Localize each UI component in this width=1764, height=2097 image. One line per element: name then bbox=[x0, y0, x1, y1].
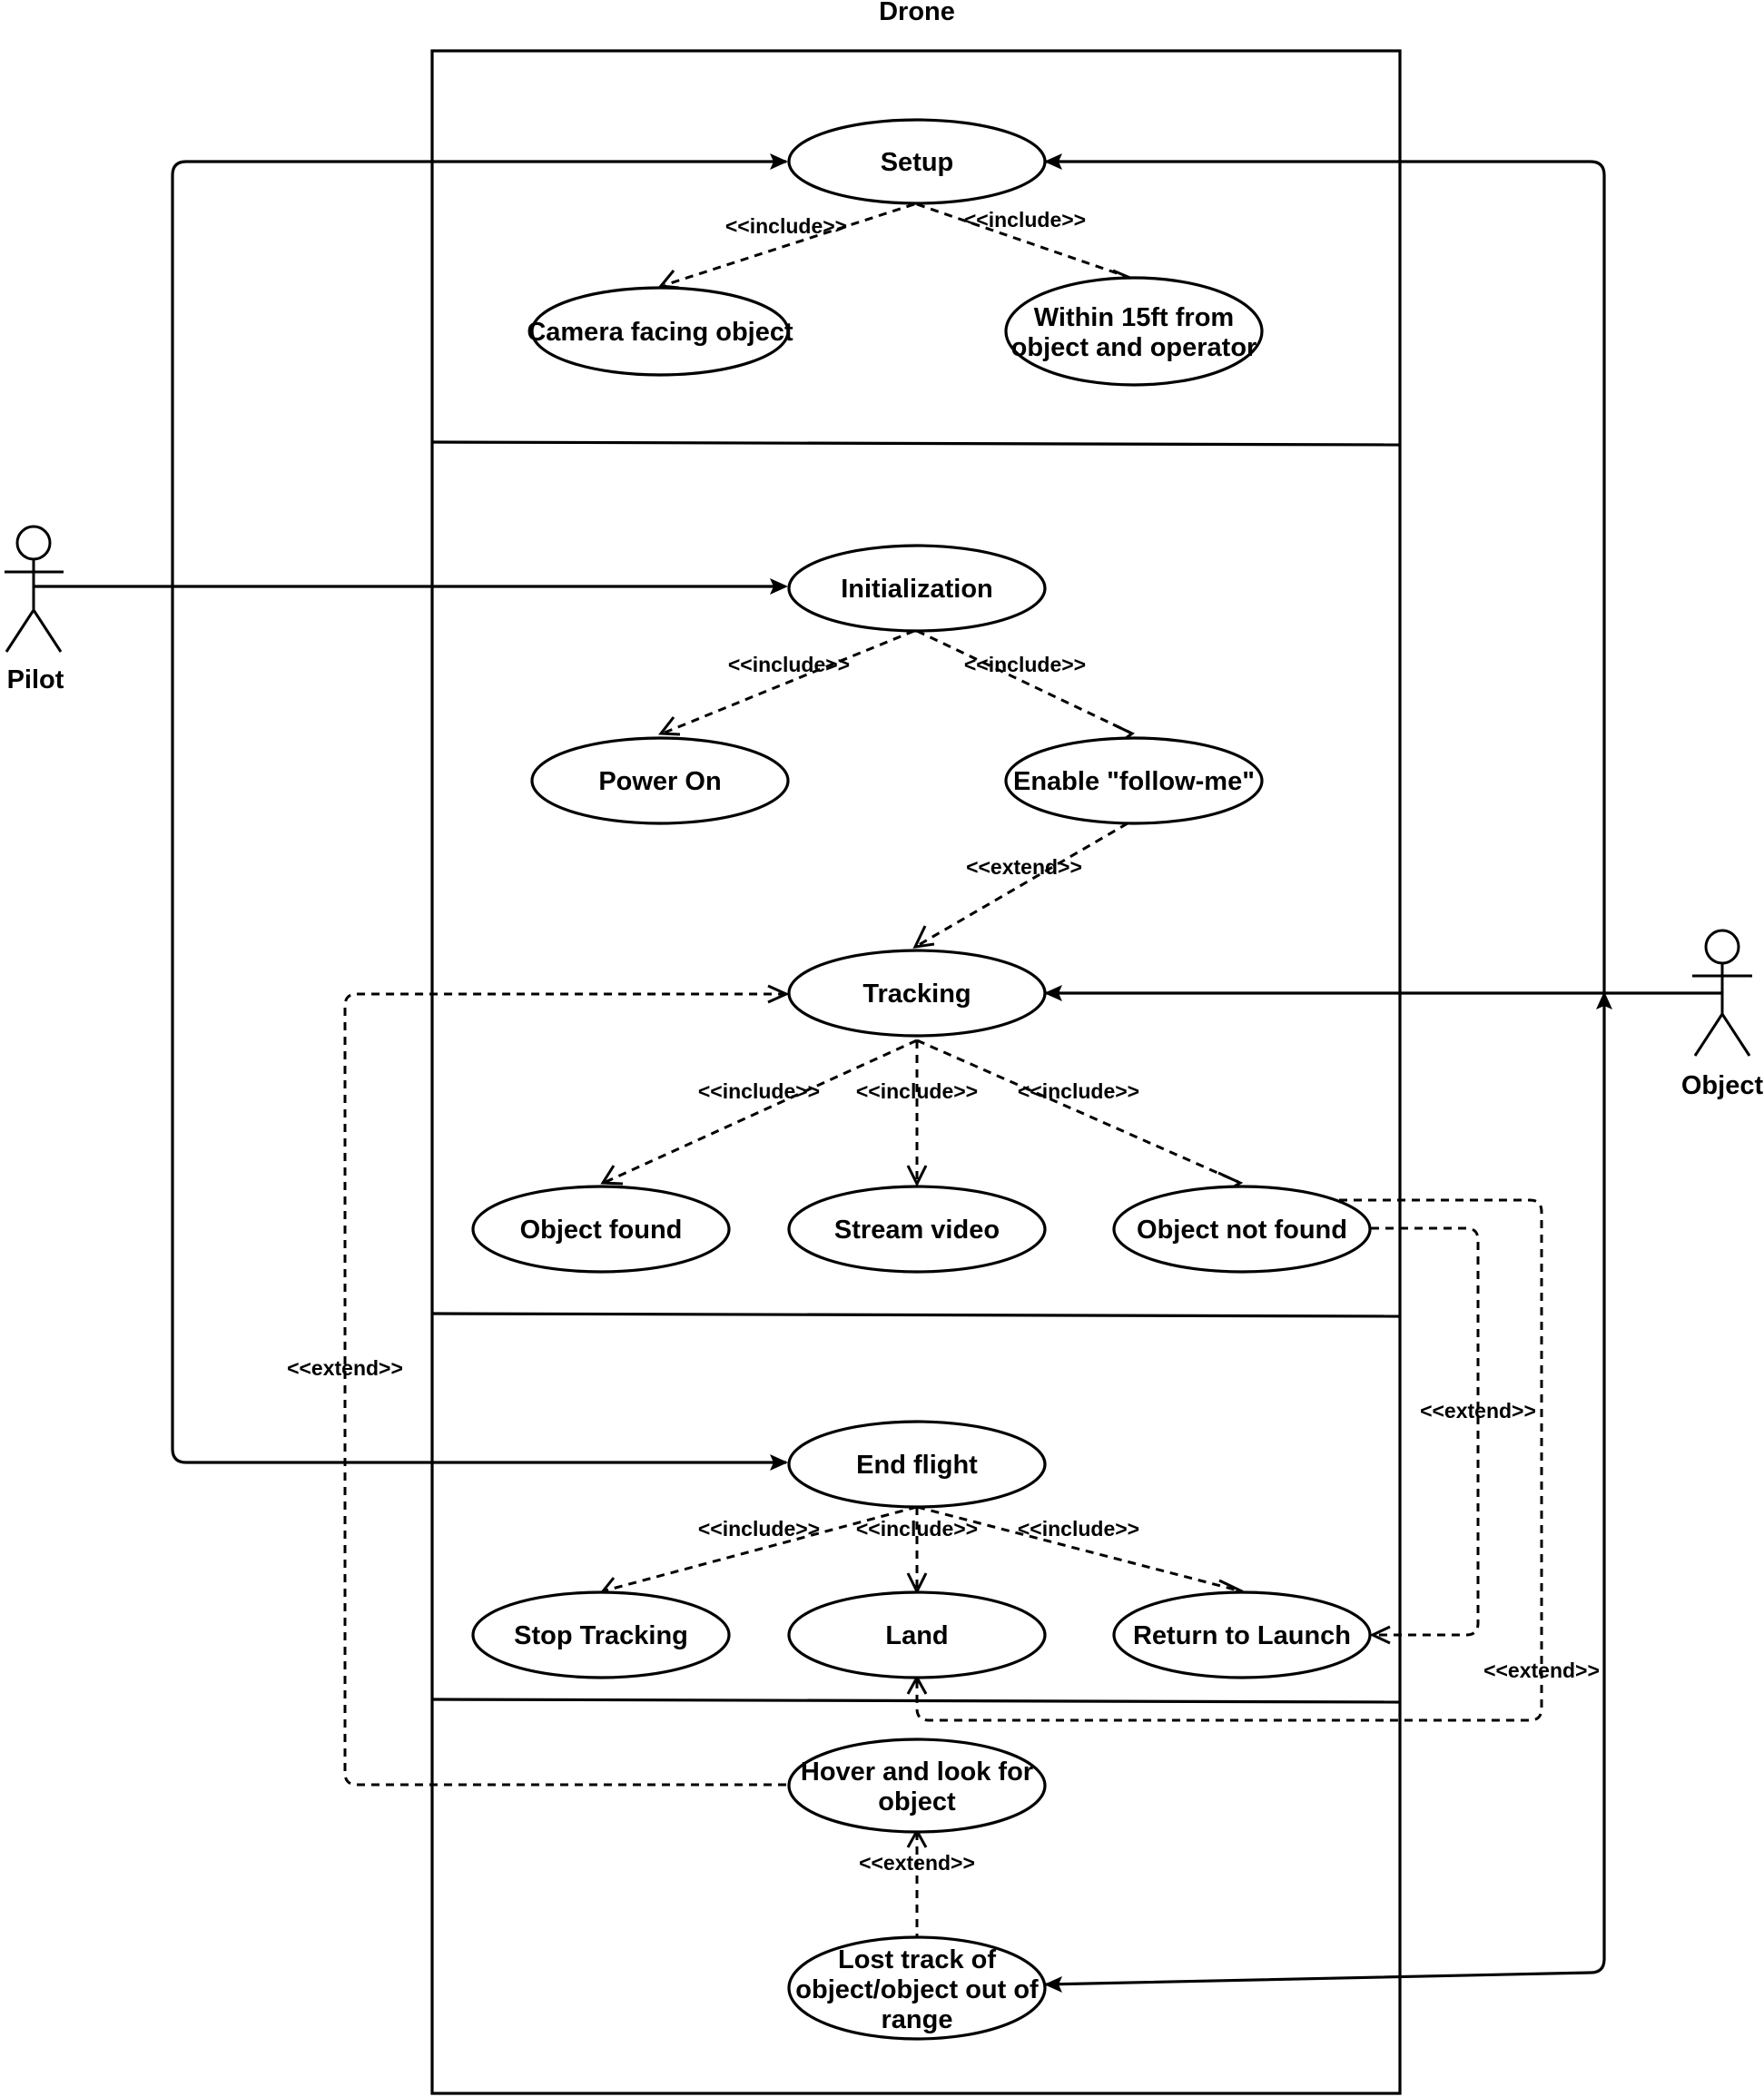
svg-text:Land: Land bbox=[885, 1621, 948, 1650]
svg-text:Object found: Object found bbox=[520, 1216, 683, 1245]
svg-text:Initialization: Initialization bbox=[841, 575, 993, 604]
extend-label: <<extend>> bbox=[287, 1356, 403, 1380]
include-label: <<include>> bbox=[1018, 1517, 1139, 1541]
pilot-label: Pilot bbox=[7, 665, 64, 694]
use-case-setup[interactable]: Setup bbox=[787, 118, 1047, 205]
extend-label: <<extend>> bbox=[1420, 1399, 1536, 1423]
svg-text:Enable "follow-me": Enable "follow-me" bbox=[1013, 767, 1255, 796]
use-case-return-to-launch[interactable]: Return to Launch bbox=[1112, 1590, 1372, 1679]
system-title: Drone bbox=[879, 0, 955, 26]
svg-text:Power On: Power On bbox=[598, 767, 721, 796]
use-case-object-found[interactable]: Object found bbox=[471, 1185, 731, 1274]
use-case-end-flight[interactable]: End flight bbox=[787, 1420, 1047, 1509]
svg-text:object: object bbox=[878, 1787, 956, 1816]
svg-text:Within 15ft from: Within 15ft from bbox=[1034, 303, 1234, 332]
partition-line-2 bbox=[431, 1312, 1401, 1318]
use-case-object-not-found[interactable]: Object not found bbox=[1112, 1185, 1372, 1274]
include-label: <<include>> bbox=[698, 1079, 820, 1103]
svg-text:Return to Launch: Return to Launch bbox=[1133, 1621, 1351, 1650]
svg-text:Stream video: Stream video bbox=[834, 1216, 1000, 1245]
object-actor[interactable]: Object bbox=[1681, 929, 1764, 1100]
use-case-initialization[interactable]: Initialization bbox=[787, 544, 1047, 633]
svg-text:Hover and look for: Hover and look for bbox=[801, 1757, 1033, 1787]
object-head-icon bbox=[1704, 929, 1740, 965]
svg-text:object and operator: object and operator bbox=[1011, 333, 1257, 362]
extend-label: <<extend>> bbox=[966, 855, 1082, 879]
svg-text:Camera facing object: Camera facing object bbox=[527, 318, 793, 347]
include-label: <<include>> bbox=[698, 1517, 820, 1541]
svg-text:Stop Tracking: Stop Tracking bbox=[514, 1621, 688, 1650]
svg-text:object/object out of: object/object out of bbox=[795, 1975, 1039, 2004]
solid-arrowheads bbox=[770, 153, 1612, 1993]
svg-text:range: range bbox=[882, 2005, 953, 2034]
relationship-labels: <<include>> <<include>> <<include>> <<in… bbox=[287, 208, 1600, 1875]
use-case-stop-tracking[interactable]: Stop Tracking bbox=[471, 1590, 731, 1679]
svg-text:End flight: End flight bbox=[856, 1451, 978, 1480]
include-label: <<include>> bbox=[725, 214, 847, 238]
system-boundary bbox=[430, 49, 1402, 2095]
extend-label: <<extend>> bbox=[1483, 1659, 1600, 1682]
svg-text:Object not found: Object not found bbox=[1137, 1216, 1347, 1245]
svg-text:Setup: Setup bbox=[881, 148, 954, 177]
use-case-power-on[interactable]: Power On bbox=[530, 736, 790, 825]
use-case-camera-facing-object[interactable]: Camera facing object bbox=[527, 286, 793, 377]
svg-text:Lost track of: Lost track of bbox=[838, 1945, 996, 1974]
use-case-hover-look-for-object[interactable]: Hover and look for object bbox=[787, 1738, 1047, 1834]
dashed-relations bbox=[343, 202, 1543, 1942]
pilot-association-line bbox=[34, 160, 786, 1464]
include-label: <<include>> bbox=[856, 1079, 978, 1103]
include-label: <<include>> bbox=[964, 208, 1086, 231]
use-case-within-15ft[interactable]: Within 15ft from object and operator bbox=[1004, 276, 1264, 387]
include-label: <<include>> bbox=[728, 653, 850, 676]
use-case-land[interactable]: Land bbox=[787, 1590, 1047, 1679]
object-label: Object bbox=[1681, 1071, 1764, 1100]
svg-text:Tracking: Tracking bbox=[862, 980, 971, 1009]
partition-line-1 bbox=[431, 440, 1401, 447]
include-label: <<include>> bbox=[964, 653, 1086, 676]
include-label: <<include>> bbox=[1018, 1079, 1139, 1103]
use-case-lost-track[interactable]: Lost track of object/object out of range bbox=[787, 1935, 1047, 2041]
use-case-tracking[interactable]: Tracking bbox=[787, 949, 1047, 1038]
use-case-stream-video[interactable]: Stream video bbox=[787, 1185, 1047, 1274]
object-association-line bbox=[1045, 160, 1722, 1986]
include-label: <<include>> bbox=[856, 1517, 978, 1541]
pilot-head-icon bbox=[15, 525, 52, 561]
pilot-actor[interactable]: Pilot bbox=[5, 525, 64, 694]
extend-label: <<extend>> bbox=[859, 1851, 975, 1875]
use-case-enable-follow-me[interactable]: Enable "follow-me" bbox=[1004, 736, 1264, 825]
